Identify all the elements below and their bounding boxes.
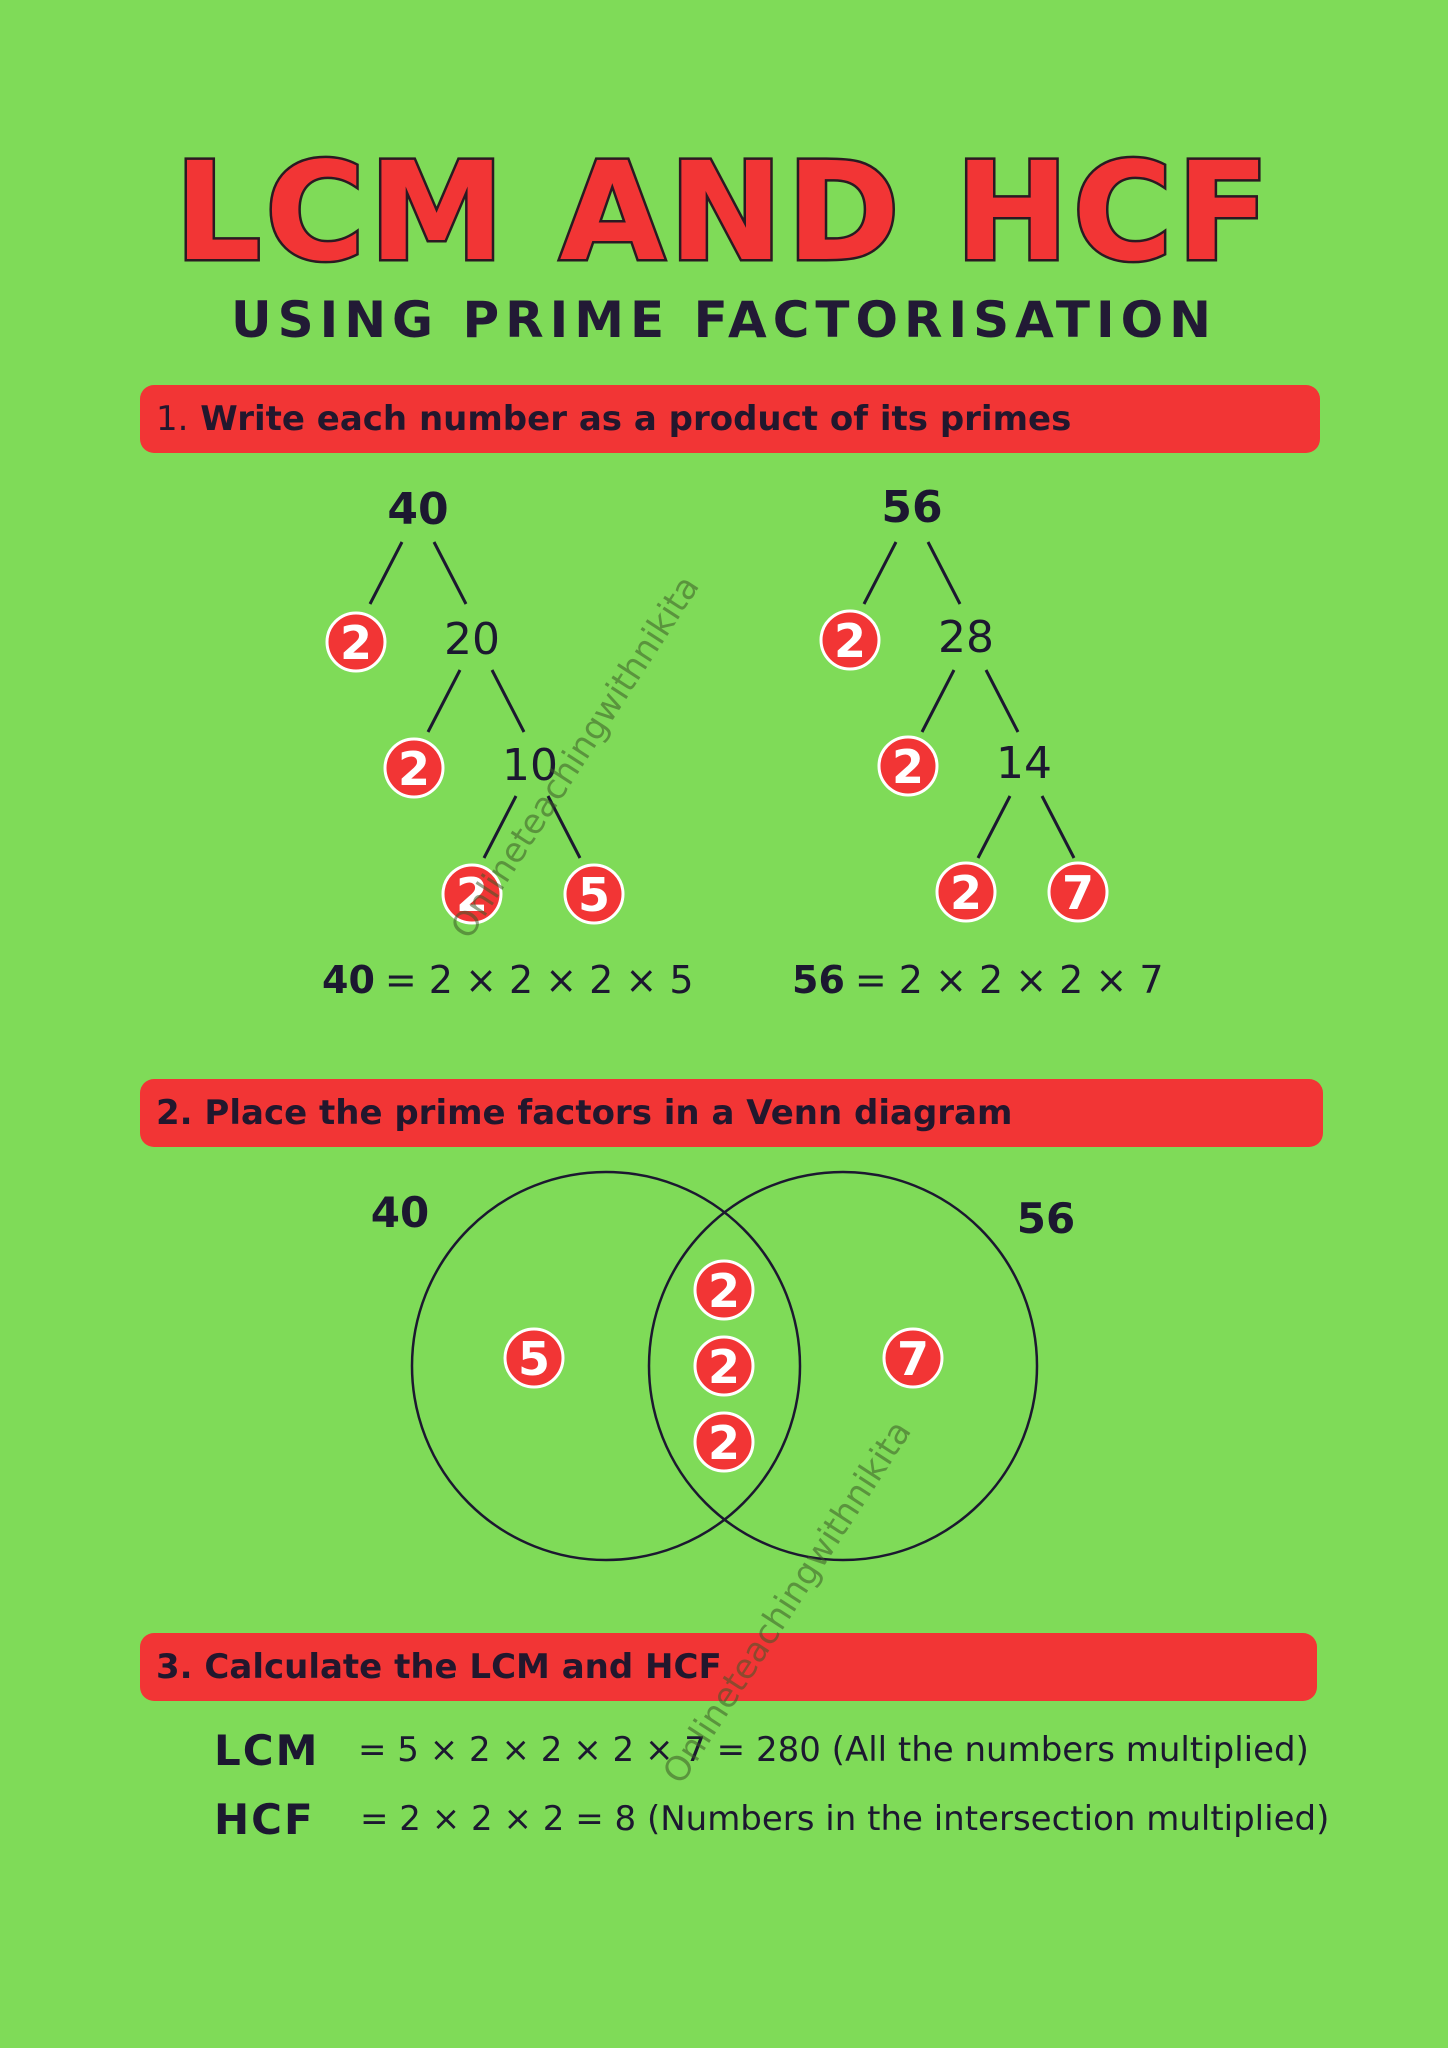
prime-circle: 2 [877, 735, 939, 797]
prime-circle: 2 [325, 611, 387, 673]
prime-circle: 2 [935, 861, 997, 923]
svg-text:2: 2 [708, 1340, 740, 1394]
tree56-root: 56 [881, 482, 942, 533]
factor-trees: 40 20 10 56 28 14 2 2 2 5 2 2 2 7 [325, 482, 1109, 925]
prime-circle: 2 [819, 609, 881, 671]
result-56: 56= 2 × 2 × 2 × 7 [792, 958, 1164, 1002]
tree56-level3: 14 [996, 738, 1052, 789]
step1-number: 1. [156, 399, 189, 439]
page-subtitle: USING PRIME FACTORISATION [231, 291, 1217, 349]
prime-circle: 2 [383, 737, 445, 799]
prime-circle: 2 [693, 1411, 755, 1473]
lcm-label: LCM [214, 1726, 320, 1775]
prime-circle: 2 [441, 863, 503, 925]
svg-text:5: 5 [578, 868, 610, 922]
svg-text:2: 2 [834, 614, 866, 668]
tree40-level2: 20 [444, 614, 500, 665]
svg-text:2: 2 [708, 1264, 740, 1318]
step2-banner: 2. Place the prime factors in a Venn dia… [140, 1079, 1323, 1147]
prime-circle: 7 [1047, 861, 1109, 923]
step3-banner: 3. Calculate the LCM and HCF [140, 1633, 1317, 1701]
venn-circle-right [647, 1170, 1039, 1562]
hcf-label: HCF [214, 1795, 315, 1844]
venn-label-right: 56 [1017, 1194, 1075, 1243]
svg-text:2: 2 [340, 616, 372, 670]
prime-circle: 5 [563, 863, 625, 925]
svg-text:7: 7 [897, 1332, 929, 1386]
svg-text:2: 2 [708, 1416, 740, 1470]
step1-label: Write each number as a product of its pr… [200, 399, 1072, 439]
venn-diagram: 40 56 5 2 2 2 7 [371, 1170, 1075, 1562]
tree56-level2: 28 [938, 612, 994, 663]
svg-text:7: 7 [1062, 866, 1094, 920]
prime-circle: 2 [693, 1335, 755, 1397]
venn-circle-left [410, 1170, 802, 1562]
svg-text:2: 2 [950, 866, 982, 920]
step3-label: Calculate the LCM and HCF [204, 1647, 722, 1687]
step2-number: 2. [156, 1093, 193, 1133]
step3-number: 3. [156, 1647, 193, 1687]
hcf-calculation: = 2 × 2 × 2 = 8 (Numbers in the intersec… [360, 1799, 1330, 1839]
svg-text:2: 2 [398, 742, 430, 796]
prime-circle: 5 [503, 1327, 565, 1389]
result-40: 40= 2 × 2 × 2 × 5 [322, 958, 694, 1002]
svg-text:2: 2 [892, 740, 924, 794]
venn-label-left: 40 [371, 1188, 429, 1237]
step1-banner: 1. Write each number as a product of its… [140, 385, 1320, 453]
tree40-level3: 10 [502, 740, 558, 791]
lcm-calculation: = 5 × 2 × 2 × 2 × 7 = 280 (All the numbe… [358, 1730, 1309, 1770]
prime-circle: 7 [882, 1327, 944, 1389]
svg-text:2: 2 [456, 868, 488, 922]
step2-label: Place the prime factors in a Venn diagra… [204, 1093, 1013, 1133]
svg-text:5: 5 [518, 1332, 550, 1386]
page-title: LCM AND HCF [172, 134, 1274, 292]
prime-circle: 2 [693, 1259, 755, 1321]
tree40-root: 40 [387, 484, 448, 535]
